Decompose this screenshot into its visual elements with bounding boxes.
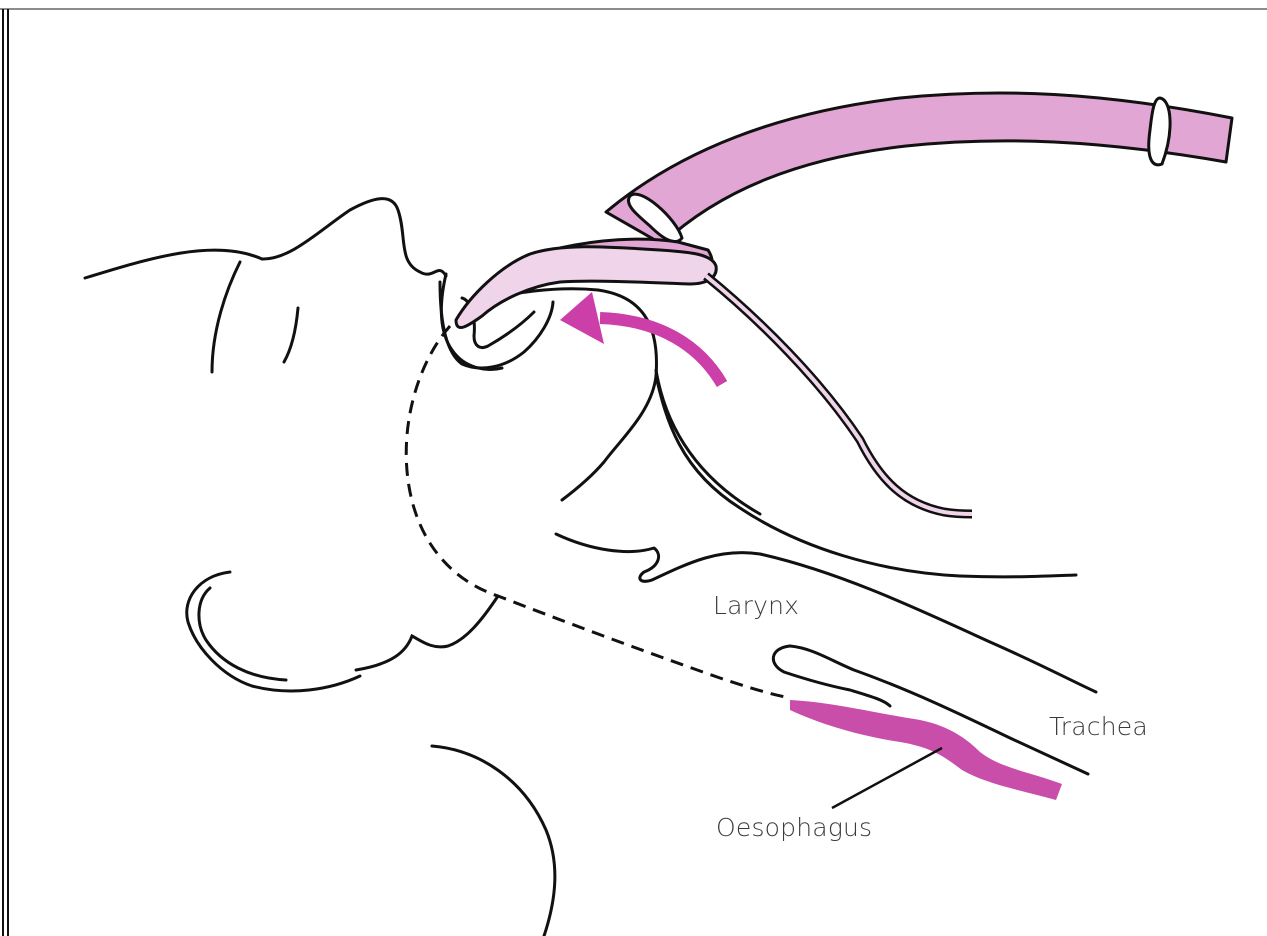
- ear-outline: [187, 572, 360, 691]
- dashed-neck-line: [406, 326, 790, 698]
- oesophagus-leader: [832, 748, 942, 808]
- jaw-line: [356, 596, 498, 670]
- inflation-line-fill: [706, 276, 972, 514]
- page-border: [0, 9, 1267, 936]
- shoulder-line: [432, 746, 555, 936]
- face-profile: [85, 199, 446, 278]
- larynx-curve: [656, 370, 760, 514]
- airway-tube: [606, 93, 1232, 244]
- pharyngeal-wall: [656, 376, 1076, 577]
- ear-inner: [199, 588, 286, 680]
- trachea-label: Trachea: [1049, 714, 1148, 739]
- larynx-label: Larynx: [713, 593, 799, 618]
- epiglottis: [556, 534, 1096, 692]
- tube-end-ring: [1149, 98, 1170, 165]
- arrow-head: [560, 292, 604, 344]
- oesophagus-label: Oesophagus: [716, 815, 872, 840]
- eye-line: [212, 262, 240, 372]
- oesophagus-shape: [790, 700, 1062, 800]
- insertion-arrow: [600, 318, 722, 384]
- cheek-line: [284, 308, 298, 362]
